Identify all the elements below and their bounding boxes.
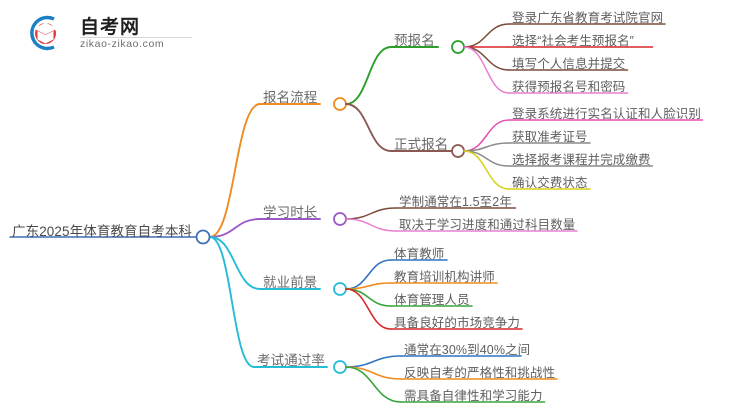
branch-label-registration-process[interactable]: 报名流程 bbox=[263, 90, 318, 105]
logo-divider bbox=[80, 37, 192, 38]
leaf-label[interactable]: 取决于学习进度和通过科目数量 bbox=[399, 218, 576, 232]
leaf-label[interactable]: 学制通常在1.5至2年 bbox=[399, 195, 512, 209]
branch-label-employment-prospects[interactable]: 就业前景 bbox=[263, 275, 318, 290]
mindmap-root-label[interactable]: 广东2025年体育教育自考本科 bbox=[12, 224, 193, 239]
subbranch-label-pre-registration[interactable]: 预报名 bbox=[394, 33, 435, 48]
leaf-label[interactable]: 体育教师 bbox=[394, 247, 445, 261]
leaf-label[interactable]: 通常在30%到40%之间 bbox=[404, 343, 531, 357]
leaf-label[interactable]: 确认交费状态 bbox=[512, 176, 588, 190]
branch-label-pass-rate[interactable]: 考试通过率 bbox=[257, 353, 325, 368]
leaf-label[interactable]: 选择报考课程并完成缴费 bbox=[512, 153, 651, 167]
branch-label-study-duration[interactable]: 学习时长 bbox=[263, 205, 318, 220]
logo-url: zikao-zikao.com bbox=[80, 38, 165, 50]
leaf-label[interactable]: 教育培训机构讲师 bbox=[394, 270, 495, 284]
leaf-label[interactable]: 选择“社会考生预报名” bbox=[512, 34, 634, 48]
logo-title: 自考网 bbox=[80, 16, 141, 38]
leaf-label[interactable]: 填写个人信息并提交 bbox=[512, 57, 626, 71]
leaf-label[interactable]: 获取准考证号 bbox=[512, 130, 588, 144]
graduation-cap-icon bbox=[30, 15, 59, 51]
subbranch-label-formal-registration[interactable]: 正式报名 bbox=[394, 137, 449, 152]
leaf-label[interactable]: 登录系统进行实名认证和人脸识别 bbox=[512, 107, 702, 121]
leaf-label[interactable]: 需具备自律性和学习能力 bbox=[404, 389, 543, 403]
leaf-label[interactable]: 体育管理人员 bbox=[394, 293, 470, 307]
leaf-label[interactable]: 反映自考的严格性和挑战性 bbox=[404, 366, 556, 380]
site-logo: 自考网 zikao-zikao.com bbox=[24, 10, 194, 56]
leaf-label[interactable]: 获得预报名号和密码 bbox=[512, 80, 626, 94]
leaf-label[interactable]: 具备良好的市场竞争力 bbox=[394, 316, 521, 330]
leaf-label[interactable]: 登录广东省教育考试院官网 bbox=[512, 11, 664, 25]
